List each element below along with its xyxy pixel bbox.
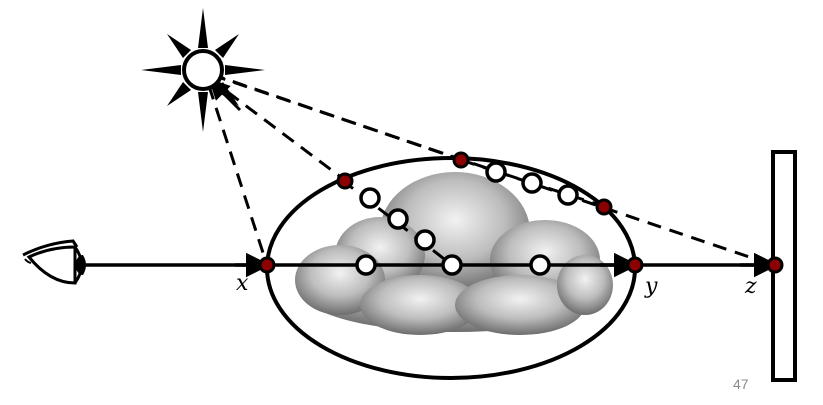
scatter-vertex <box>414 229 436 251</box>
scatter-vertex <box>485 161 507 183</box>
boundary-vertex <box>595 198 613 216</box>
scatter-vertex <box>355 254 377 276</box>
eye-icon <box>22 239 86 285</box>
label-z: z <box>744 274 757 299</box>
scatter-vertex <box>441 254 463 276</box>
boundary-vertices <box>258 151 784 274</box>
connection-sun-x <box>207 85 268 263</box>
scatter-vertex <box>359 187 381 209</box>
connection-sun-wall <box>211 73 771 266</box>
scatter-vertex <box>557 184 579 206</box>
scatter-vertex <box>387 208 409 230</box>
boundary-vertex <box>452 151 470 169</box>
vertex-z <box>766 256 784 274</box>
boundary-vertex <box>336 172 354 190</box>
sun-icon <box>141 8 265 132</box>
scatter-vertex <box>529 254 551 276</box>
page-number: 47 <box>733 376 749 392</box>
vertex-x <box>258 256 276 274</box>
scatter-vertex <box>521 172 543 194</box>
scatter-vertices <box>355 161 579 276</box>
label-y: y <box>644 274 658 299</box>
label-x: x <box>236 271 249 296</box>
vertex-y <box>626 256 644 274</box>
connection-sun-top <box>210 72 460 161</box>
